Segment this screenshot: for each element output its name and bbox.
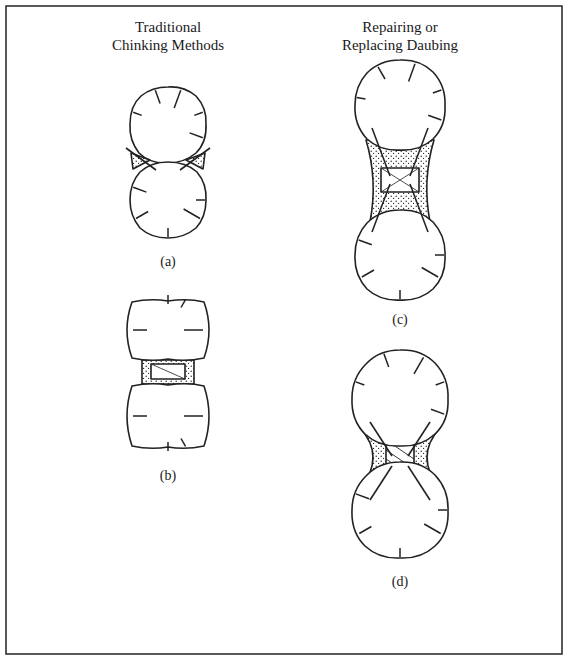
log-check: [133, 187, 146, 192]
log-check: [433, 90, 441, 93]
nail: [370, 466, 392, 500]
log-section: [130, 87, 206, 163]
log-check: [378, 67, 385, 79]
log-check: [428, 115, 441, 120]
log-check: [356, 494, 369, 499]
nail: [372, 128, 390, 176]
log-check: [356, 382, 365, 385]
nail: [408, 422, 430, 456]
log-check: [167, 228, 169, 237]
log-section: [352, 350, 448, 446]
log-check: [357, 97, 366, 99]
log-check: [133, 329, 147, 331]
log-check: [181, 439, 186, 447]
log-check: [422, 268, 438, 278]
log-check: [136, 212, 148, 219]
log-check: [133, 415, 147, 417]
log-check: [359, 527, 371, 534]
log-check: [133, 112, 142, 115]
log-section: [352, 462, 448, 558]
log-check: [362, 270, 374, 277]
log-section: [355, 60, 445, 150]
daubing: [142, 360, 194, 384]
log-check: [384, 354, 389, 367]
chink-wedge: [186, 153, 205, 169]
chink-pole: [126, 148, 156, 170]
log-section: [130, 162, 206, 238]
frame: [6, 6, 562, 654]
figure-label: (c): [380, 312, 420, 329]
nail: [372, 184, 390, 232]
hewn-log: [127, 300, 209, 361]
log-check: [155, 90, 160, 103]
chink-wedge: [131, 153, 150, 169]
log-check: [184, 415, 203, 417]
log-check: [359, 240, 372, 245]
log-check: [181, 300, 186, 308]
nail: [410, 184, 428, 232]
chink-pole: [180, 148, 210, 170]
log-check: [399, 290, 401, 299]
chink-block: [151, 364, 185, 379]
log-check: [167, 442, 169, 451]
log-check: [194, 112, 203, 115]
log-check: [167, 295, 169, 304]
log-check: [435, 254, 444, 256]
nail: [370, 422, 392, 456]
log-check: [399, 548, 401, 557]
log-checks: [133, 64, 447, 557]
log-check: [174, 90, 181, 108]
log-check: [409, 64, 415, 82]
log-check: [431, 409, 444, 414]
column-heading: Traditional Chinking Methods: [106, 18, 230, 54]
log-check: [414, 357, 424, 374]
column-heading: Repairing or Replacing Daubing: [333, 18, 467, 54]
hewn-log: [127, 384, 209, 449]
log-section: [355, 210, 445, 300]
log-check: [184, 329, 203, 331]
log-check: [424, 524, 441, 534]
figure-label: (b): [148, 468, 188, 485]
nail: [410, 128, 428, 176]
log-check: [436, 382, 445, 385]
nail: [408, 466, 430, 500]
log-check: [184, 209, 200, 219]
figure-label: (a): [148, 254, 188, 271]
figure-label: (d): [380, 574, 420, 591]
chink-block: [381, 168, 419, 192]
log-check: [196, 199, 205, 201]
log-check: [438, 509, 447, 511]
log-check: [190, 133, 203, 138]
